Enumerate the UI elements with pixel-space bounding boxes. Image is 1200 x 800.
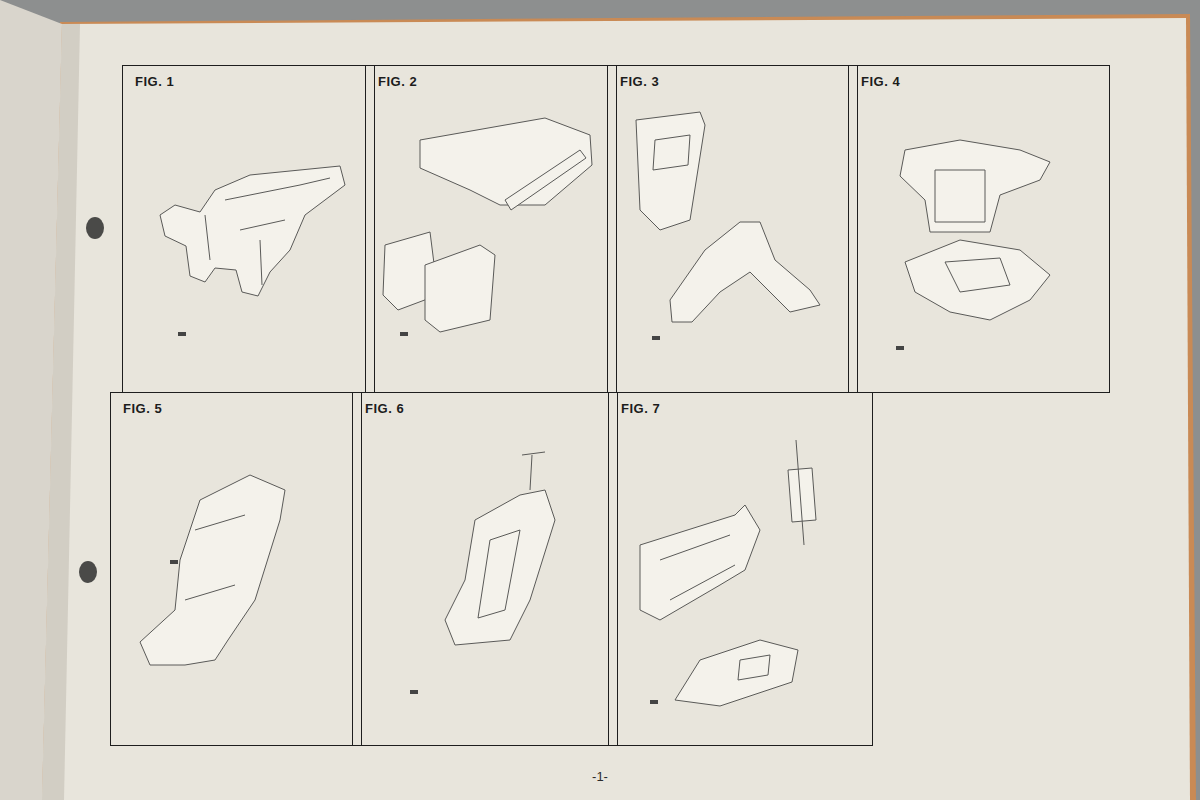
binder-hole [79,561,97,583]
index-mark [410,690,418,694]
headlight-housing-drawing [900,140,1050,232]
handle-cover-drawing [905,240,1050,320]
index-mark [652,336,660,340]
figure-number: FIG. 1 [123,66,374,89]
side-cover-right-drawing [425,245,495,332]
page-number: -1- [592,769,608,784]
index-mark [178,332,186,336]
paper-sheet [42,18,1190,800]
front-fender-drawing [670,222,820,322]
index-mark [400,332,408,336]
figure-panel: FIG. 1 [122,65,375,393]
trim-strip-drawing [505,150,586,210]
leg-shield-drawing [636,112,705,230]
index-mark [170,560,178,564]
page-edge [40,14,1196,800]
frame-detail [205,178,330,285]
figure-panel: FIG. 2 [365,65,617,393]
rear-fender-drawing [140,475,285,665]
figure-panel: FIG. 7 [608,392,873,746]
figure-number: FIG. 6 [353,393,617,416]
page-fold-shadow [42,24,80,800]
index-mark [650,700,658,704]
swing-arm-drawing [640,505,760,620]
front-fork-drawing [445,452,555,645]
shock-absorber-drawing [788,440,816,545]
figure-panel: FIG. 4 [848,65,1110,393]
frame-drawing [160,166,345,296]
parts-illustrations [140,112,1050,706]
figure-panel: FIG. 5 [110,392,362,746]
figure-number: FIG. 5 [111,393,361,416]
figure-number: FIG. 4 [849,66,1109,89]
figure-panel: FIG. 3 [607,65,858,393]
figure-number: FIG. 7 [609,393,872,416]
binder-hole [86,217,104,239]
figure-number: FIG. 2 [366,66,616,89]
figure-number: FIG. 3 [608,66,857,89]
index-mark [896,346,904,350]
chain-case-drawing [675,640,798,706]
figure-panel: FIG. 6 [352,392,618,746]
